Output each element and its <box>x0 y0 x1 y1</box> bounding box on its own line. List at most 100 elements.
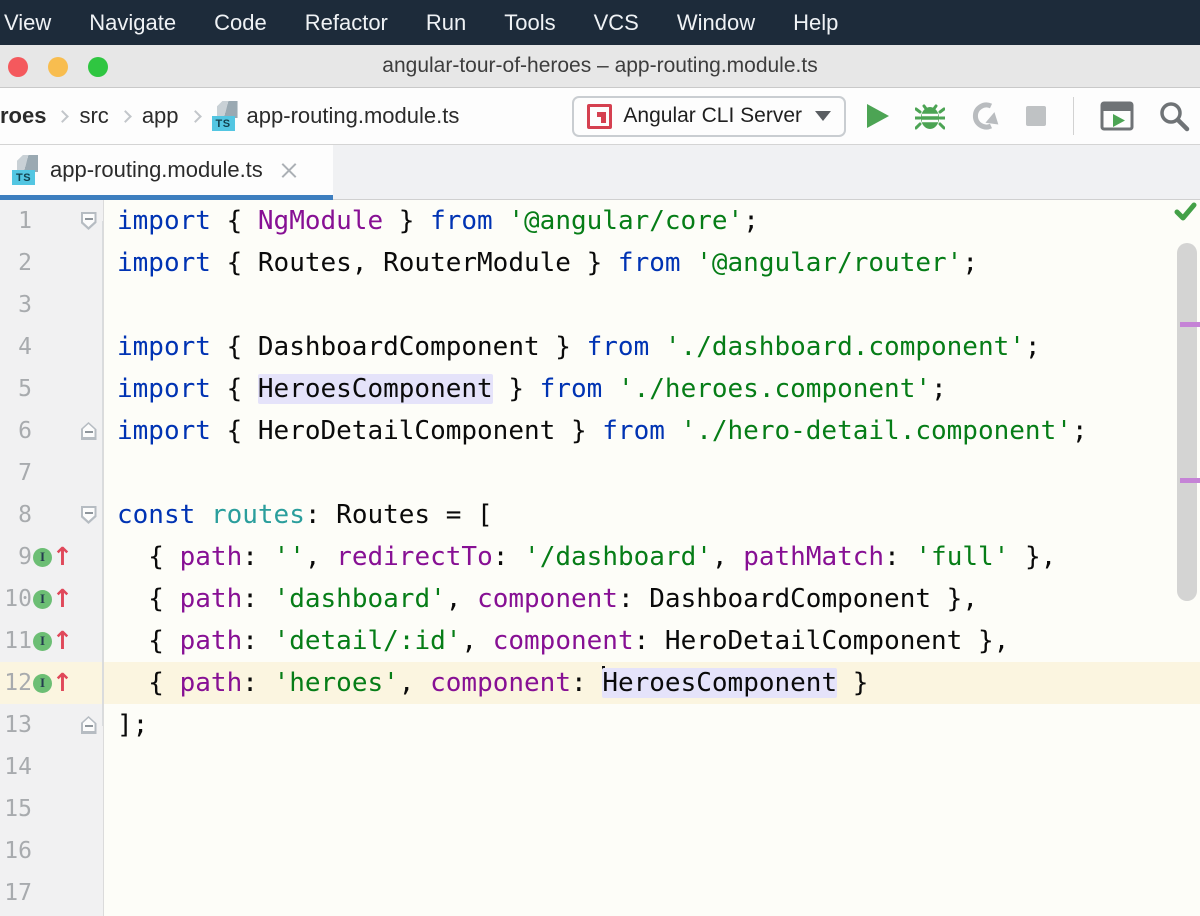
menu-help[interactable]: Help <box>793 9 839 35</box>
fold-marker-down[interactable] <box>74 212 103 230</box>
breadcrumb-label: app <box>141 103 179 128</box>
toolbar-separator <box>1073 97 1074 135</box>
tab-label: app-routing.module.ts <box>50 157 263 182</box>
code-text: { path: 'dashboard', component: Dashboar… <box>117 584 978 614</box>
breadcrumb-label: roes <box>0 103 47 128</box>
code-text: import { Routes, RouterModule } from '@a… <box>117 248 978 278</box>
route-gutter-icon[interactable]: I↑ <box>32 670 74 695</box>
close-icon[interactable] <box>280 162 297 179</box>
menu-tools[interactable]: Tools <box>504 9 556 35</box>
code-line-17[interactable]: 17 <box>0 872 1200 914</box>
run-icon[interactable] <box>864 102 891 130</box>
breadcrumb-item-roes[interactable]: roes <box>0 103 46 129</box>
code-text: import { HeroesComponent } from './heroe… <box>117 374 947 404</box>
route-gutter-icon[interactable]: I↑ <box>32 544 74 569</box>
menu-view[interactable]: View <box>4 9 52 35</box>
line-number: 3 <box>18 292 32 318</box>
menu-refactor[interactable]: Refactor <box>304 9 388 35</box>
menu-run[interactable]: Run <box>425 9 467 35</box>
code-text: const routes: Routes = [ <box>117 500 493 530</box>
line-number: 15 <box>4 796 32 822</box>
line-number: 8 <box>18 502 32 528</box>
code-line-13[interactable]: 13]; <box>0 704 1200 746</box>
line-number: 13 <box>4 712 32 738</box>
run-configuration-label: Angular CLI Server <box>623 104 802 127</box>
tab-app-routing-module[interactable]: TS app-routing.module.ts <box>0 145 333 200</box>
code-text: { path: 'heroes', component: HeroesCompo… <box>117 666 869 698</box>
menu-bar: View Navigate Code Refactor Run Tools VCS Windo… <box>0 0 1200 45</box>
inspections-ok-icon[interactable] <box>1174 202 1197 227</box>
menu-code[interactable]: Code <box>214 9 267 35</box>
breadcrumb-item-app[interactable]: app <box>142 103 179 129</box>
occurrence-mark <box>1180 478 1200 483</box>
line-number: 9 <box>18 544 32 570</box>
window-title-bar: angular-tour-of-heroes – app-routing.mod… <box>0 45 1200 88</box>
route-gutter-icon[interactable]: I↑ <box>32 628 74 653</box>
breadcrumb-item-app-routing-module-ts[interactable]: TS app-routing.module.ts <box>211 101 460 131</box>
code-editor[interactable]: 1 import { NgModule } from '@angular/core… <box>0 200 1200 916</box>
line-number: 14 <box>4 754 32 780</box>
breadcrumb-label: src <box>79 103 109 128</box>
chevron-down-icon <box>815 111 831 121</box>
rerun-coverage-icon <box>969 100 1001 132</box>
navigation-toolbar: roes src app TS app-routing.module.ts Angula… <box>0 88 1200 145</box>
breadcrumb-item-src[interactable]: src <box>79 103 108 129</box>
window-title: angular-tour-of-heroes – app-routing.mod… <box>382 54 818 77</box>
line-number: 11 <box>4 628 32 654</box>
line-number: 1 <box>18 208 32 234</box>
menu-window[interactable]: Window <box>676 9 756 35</box>
line-number: 10 <box>4 586 32 612</box>
code-line-5[interactable]: 5 import { HeroesComponent } from './hero… <box>0 368 1200 410</box>
code-text: import { DashboardComponent } from './da… <box>117 332 1041 362</box>
traffic-light-zoom-button[interactable] <box>88 57 108 77</box>
fold-marker-down[interactable] <box>74 506 103 524</box>
code-text: ]; <box>117 710 149 740</box>
code-line-7[interactable]: 7 <box>0 452 1200 494</box>
code-text: import { HeroDetailComponent } from './h… <box>117 416 1088 446</box>
code-line-2[interactable]: 2 import { Routes, RouterModule } from '@… <box>0 242 1200 284</box>
traffic-light-close-button[interactable] <box>8 57 28 77</box>
route-gutter-icon[interactable]: I↑ <box>32 586 74 611</box>
search-everywhere-icon[interactable] <box>1158 100 1190 132</box>
chevron-right-icon <box>56 109 70 123</box>
chevron-right-icon <box>118 109 132 123</box>
code-line-16[interactable]: 16 <box>0 830 1200 872</box>
line-number: 2 <box>18 250 32 276</box>
breadcrumb: roes src app TS app-routing.module.ts <box>0 101 459 131</box>
run-toolbar-icons <box>864 97 1190 135</box>
code-line-6[interactable]: 6 import { HeroDetailComponent } from './… <box>0 410 1200 452</box>
code-line-3[interactable]: 3 <box>0 284 1200 326</box>
code-line-15[interactable]: 15 <box>0 788 1200 830</box>
code-line-8[interactable]: 8 const routes: Routes = [ <box>0 494 1200 536</box>
fold-marker-up[interactable] <box>74 422 103 440</box>
line-number: 4 <box>18 334 32 360</box>
code-text: import { NgModule } from '@angular/core'… <box>117 206 759 236</box>
chevron-right-icon <box>188 109 202 123</box>
code-line-1[interactable]: 1 import { NgModule } from '@angular/core… <box>0 200 1200 242</box>
code-line-4[interactable]: 4 import { DashboardComponent } from './d… <box>0 326 1200 368</box>
run-configuration-selector[interactable]: Angular CLI Server <box>572 95 846 137</box>
stop-icon <box>1025 105 1047 127</box>
line-number: 5 <box>18 376 32 402</box>
traffic-light-minimize-button[interactable] <box>48 57 68 77</box>
scrollbar-thumb[interactable] <box>1177 243 1197 601</box>
occurrence-mark <box>1180 322 1200 327</box>
breadcrumb-label: app-routing.module.ts <box>246 103 460 128</box>
menu-navigate[interactable]: Navigate <box>89 9 177 35</box>
fold-marker-up[interactable] <box>74 716 103 734</box>
fold-region-line <box>102 221 103 726</box>
typescript-file-icon: TS <box>211 101 239 131</box>
debug-icon[interactable] <box>915 101 945 131</box>
code-line-14[interactable]: 14 <box>0 746 1200 788</box>
typescript-file-icon: TS <box>12 155 39 185</box>
line-number: 12 <box>4 670 32 696</box>
menu-vcs[interactable]: VCS <box>593 9 639 35</box>
code-text: { path: '', redirectTo: '/dashboard', pa… <box>117 542 1057 572</box>
run-tool-window-icon[interactable] <box>1100 101 1134 131</box>
line-number: 6 <box>18 418 32 444</box>
code-text: { path: 'detail/:id', component: HeroDet… <box>117 626 1010 656</box>
